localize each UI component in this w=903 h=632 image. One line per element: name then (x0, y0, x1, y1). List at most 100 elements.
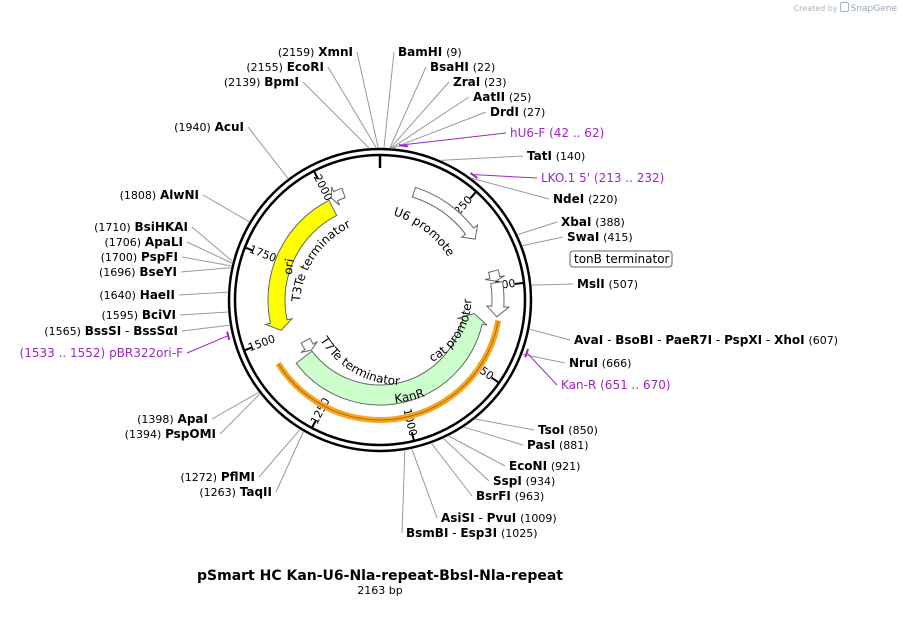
snapgene-logo-icon (839, 2, 849, 12)
econi-leader (448, 435, 506, 467)
avai-leader (529, 328, 571, 341)
ecori-label: (2155) EcoRI (246, 60, 324, 74)
pspfi-label: (1700) PspFI (101, 250, 178, 264)
u6-feature-arrow (411, 186, 479, 240)
bcivi-label: (1595) BciVI (101, 308, 176, 322)
tick-label: 1750 (247, 243, 278, 265)
backbone-outer-ring (227, 147, 533, 453)
bsahi-label: BsaHI (22) (430, 60, 495, 74)
xmni-leader (356, 51, 379, 149)
xmni-label: (2159) XmnI (278, 45, 353, 59)
swai-label: SwaI (415) (567, 230, 633, 244)
tick-mark (410, 431, 416, 443)
haeii-leader (178, 291, 229, 296)
tick-label: 1500 (246, 332, 277, 354)
snapgene-credit: Created by SnapGene (794, 2, 897, 14)
t3te-feature-arrow (330, 186, 346, 206)
kanr-feature-arrow (295, 312, 488, 406)
lko-primer-leader (474, 174, 538, 179)
bseyi-leader (180, 267, 232, 273)
features (263, 186, 511, 423)
bsrfi-label: BsrFI (963) (476, 489, 544, 503)
bpmi-label: (2139) BpmI (224, 75, 299, 89)
drdi-leader (391, 111, 487, 149)
tick-mark (312, 169, 319, 180)
tick-mark (243, 246, 254, 252)
pfimi-leader (258, 428, 301, 478)
tick-mark (491, 376, 501, 385)
bsahi-leader (389, 66, 427, 149)
pasi-leader (463, 426, 524, 446)
tati-leader (440, 155, 524, 161)
hu6f-primer-mark (398, 144, 409, 148)
bsmbi-leader (401, 449, 406, 534)
lko-primer-label: LKO.1 5' (213 .. 232) (541, 171, 664, 185)
bsrfi-leader (430, 442, 473, 497)
kanr-primer-primer-leader (527, 353, 558, 386)
pasi-label: PasI (881) (527, 438, 589, 452)
psphomi-leader (219, 393, 261, 435)
bamhi-leader (383, 51, 395, 149)
taqii-leader (275, 431, 304, 493)
tonb-feature-arrow (484, 269, 505, 282)
ori-label: ori (281, 257, 297, 275)
kanr-primer-primer-mark (524, 348, 530, 358)
tonb-terminator-label: tonB terminator (574, 252, 670, 266)
xbai-leader (517, 221, 558, 236)
pfimi-label: (1272) PflMI (180, 470, 255, 484)
tick-mark (310, 419, 317, 430)
apali-label: (1706) ApaLI (105, 235, 184, 249)
t7te-feature-arrow (300, 337, 318, 353)
zrai-label: ZraI (23) (453, 75, 507, 89)
nrui-leader (521, 353, 566, 364)
drdi-label: DrdI (27) (490, 105, 545, 119)
pbr322-primer-mark (226, 331, 231, 341)
sspi-leader (442, 437, 490, 482)
ori-feature-arrow (263, 199, 338, 331)
leader-lines (178, 51, 574, 534)
msli-leader (531, 283, 574, 286)
tick-mark (514, 281, 526, 285)
credit-brand: SnapGene (850, 4, 897, 14)
credit-prefix: Created by (793, 4, 838, 13)
pspfi-leader (181, 256, 232, 267)
pbr322-primer-leader (186, 335, 228, 354)
tsoi-leader (474, 418, 535, 431)
cat-feature-arrow (485, 281, 511, 318)
pbr322-primer-label: (1533 .. 1552) pBR322ori-F (20, 346, 184, 360)
econi-label: EcoNI (921) (509, 459, 580, 473)
sspi-label: SspI (934) (493, 474, 555, 488)
taqii-label: (1263) TaqII (199, 485, 272, 499)
bsssi-label: (1565) BssSI - BssSαI (44, 324, 178, 338)
bamhi-label: BamHI (9) (398, 45, 462, 59)
labels: BamHI (9)BsaHI (22)ZraI (23)AatII (25)Dr… (20, 45, 839, 540)
haeii-label: (1640) HaeII (99, 288, 175, 302)
msli-label: MslI (507) (577, 277, 638, 291)
tick-mark (469, 190, 478, 199)
ndei-label: NdeI (220) (553, 192, 618, 206)
ndei-leader (470, 177, 550, 200)
plasmid-title: pSmart HC Kan-U6-Nla-repeat-BbsI-Nla-rep… (197, 568, 563, 584)
psphomi-label: (1394) PspOMI (125, 427, 216, 441)
apali-leader (186, 241, 233, 264)
bsihkai-leader (191, 226, 234, 263)
apai-leader (211, 391, 260, 420)
swai-leader (521, 236, 564, 247)
aatii-label: AatII (25) (473, 90, 531, 104)
bsmbi-label: BsmBI - Esp3I (1025) (406, 526, 538, 540)
hu6f-primer-leader (403, 132, 507, 146)
acui-leader (247, 126, 289, 180)
acui-label: (1940) AcuI (174, 120, 244, 134)
ecori-leader (327, 66, 377, 149)
kanr-primer-primer-label: Kan-R (651 .. 670) (561, 378, 671, 392)
asisi-leader (411, 448, 438, 519)
alwni-leader (202, 194, 250, 223)
hu6f-primer-label: hU6-F (42 .. 62) (510, 126, 604, 140)
bsihkai-label: (1710) BsiHKAI (94, 220, 188, 234)
aatii-leader (390, 96, 470, 149)
lko-primer-mark (469, 172, 478, 179)
zrai-leader (389, 81, 450, 149)
alwni-label: (1808) AlwNI (120, 188, 199, 202)
kanr-orf-arc-outline (277, 320, 499, 421)
asisi-label: AsiSI - PvuI (1009) (441, 511, 557, 525)
